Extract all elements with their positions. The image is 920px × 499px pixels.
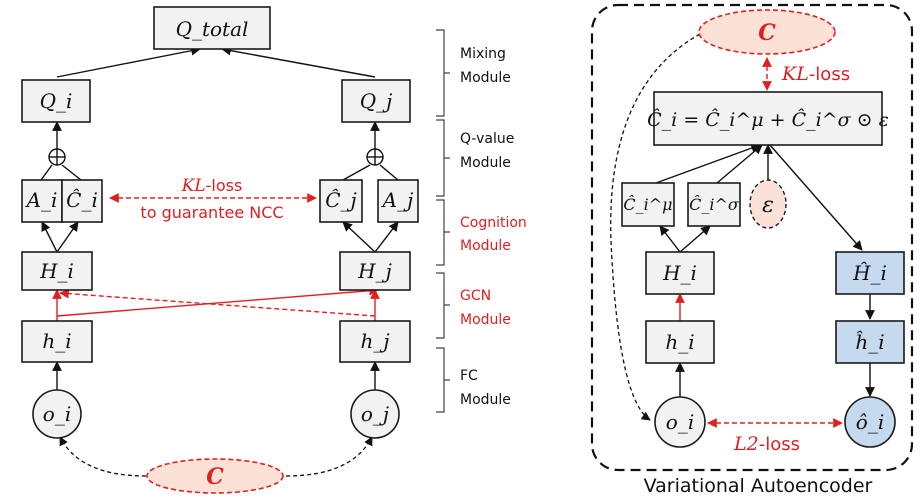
h-big-i-box	[21, 251, 93, 291]
reparam-equation-box	[653, 91, 883, 146]
module-label-line2: Module	[460, 312, 511, 328]
h-big-hat-label: Ĥ_i	[852, 261, 887, 285]
o-i-label: o_i	[43, 402, 71, 426]
h-small-j-box	[339, 320, 411, 363]
h-big-hat-box	[835, 251, 905, 295]
module-label-line2: Module	[460, 70, 511, 86]
q-total-box	[153, 6, 271, 50]
vae-connections	[610, 33, 875, 428]
q-total-label: Q_total	[176, 17, 249, 41]
reparam-equation: Ĉ_i = Ĉ_i^μ + Ĉ_i^σ ⊙ ε	[647, 108, 889, 131]
l2-loss-label: L2-loss	[733, 433, 800, 455]
module-labels: Mixing Module Q-value Module Cognition M…	[460, 46, 527, 408]
a-j-box	[377, 179, 419, 223]
c-ellipse-right	[698, 9, 836, 55]
vae-frame	[590, 3, 914, 472]
ncc-label: to guarantee NCC	[140, 203, 283, 222]
q-j-box	[341, 79, 411, 123]
module-label-line2: Module	[460, 238, 511, 254]
o-hat-node	[844, 396, 896, 448]
vae-title: Variational Autoencoder	[644, 475, 873, 497]
q-j-label: Q_j	[360, 89, 393, 113]
h-big-j-label: H_j	[357, 259, 392, 283]
a-i-label: A_i	[25, 188, 58, 212]
h-small-i-box	[21, 320, 93, 363]
epsilon-node	[749, 179, 787, 229]
vae-h-big-i-label: H_i	[662, 261, 697, 285]
c-sigma-box	[687, 182, 741, 227]
h-small-hat-label: ĥ_i	[855, 330, 884, 354]
c-left-label: C	[206, 464, 224, 490]
a-i-box	[21, 179, 63, 223]
module-label-line1: Q-value	[460, 131, 514, 147]
vae-o-i-label: o_i	[666, 410, 694, 434]
vae-kl-loss-label: KL-loss	[781, 63, 850, 85]
vae-h-small-i-box	[645, 320, 715, 364]
vae-h-small-i-label: h_i	[665, 330, 694, 354]
c-ellipse-left	[146, 458, 284, 494]
kl-loss-label: KL-loss	[181, 176, 243, 196]
epsilon-label: ε	[762, 193, 774, 218]
q-i-box	[21, 79, 91, 123]
module-braces	[436, 29, 450, 413]
h-small-i-label: h_i	[42, 329, 71, 353]
module-label-line2: Module	[460, 392, 511, 408]
o-j-node	[350, 389, 400, 439]
left-connections	[40, 45, 399, 477]
h-small-j-label: h_j	[360, 329, 389, 353]
c-mu-box	[621, 182, 675, 227]
module-label-line1: Mixing	[460, 46, 506, 62]
h-big-j-box	[339, 251, 411, 291]
c-hat-j-label: Ĉ_j	[325, 187, 357, 212]
h-big-i-label: H_i	[39, 259, 74, 283]
module-label-line1: FC	[460, 368, 478, 384]
c-hat-i-label: Ĉ_i	[66, 187, 98, 212]
h-small-hat-box	[835, 320, 905, 364]
module-label-line1: GCN	[460, 288, 491, 304]
c-mu-label: Ĉ_i^μ	[623, 194, 672, 214]
c-hat-j-box	[319, 179, 363, 223]
o-j-label: o_j	[361, 402, 389, 426]
o-i-node	[32, 389, 82, 439]
q-i-label: Q_i	[40, 89, 73, 113]
vae-h-big-i-box	[645, 251, 715, 295]
c-right-label: C	[758, 20, 776, 46]
vae-o-i-node	[654, 396, 706, 448]
a-j-label: A_j	[381, 188, 414, 212]
c-hat-i-box	[61, 179, 103, 223]
module-label-line1: Cognition	[460, 215, 527, 231]
o-hat-label: ô_i	[856, 410, 884, 434]
oplus-j-icon	[366, 148, 384, 166]
c-sigma-label: Ĉ_i^σ	[689, 194, 740, 214]
oplus-i-icon	[48, 148, 66, 166]
module-label-line2: Module	[460, 155, 511, 171]
